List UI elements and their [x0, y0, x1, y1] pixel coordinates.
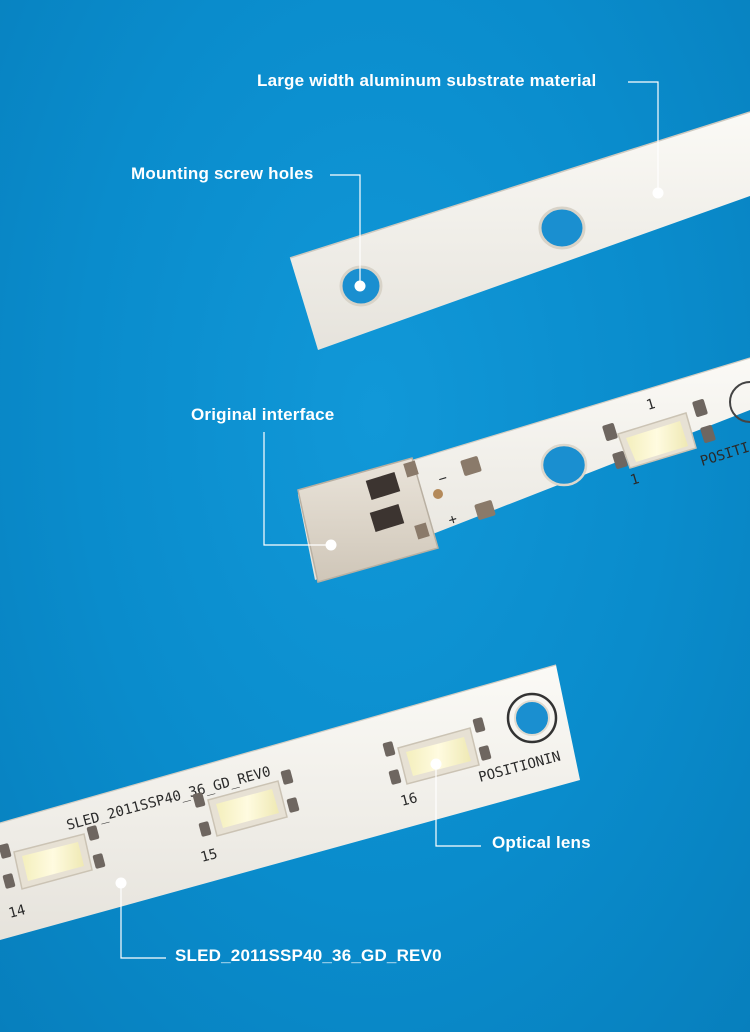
position-marking: POSITI [698, 440, 750, 470]
lens-callout-label: Optical lens [492, 833, 591, 852]
substrate-callout-line [628, 81, 659, 192]
position-ring [729, 381, 750, 423]
led-package [0, 825, 106, 890]
screw-hole [538, 206, 586, 250]
optical-lens [406, 737, 471, 776]
substrate-callout-dot [652, 187, 664, 199]
led-package [602, 399, 716, 469]
via-dot [433, 489, 443, 499]
lens-callout-dot [430, 758, 442, 770]
led-index-bottom: 1 [628, 471, 641, 489]
callout-dots [115, 187, 664, 889]
led-number: 14 [7, 902, 27, 922]
lens-callout-line [435, 764, 481, 847]
led-strip-bottom: POSITIONIN SLED_2011SSP40_36_GD_REV0 14 … [0, 664, 580, 940]
model-callout-dot [115, 877, 127, 889]
screw-hole [540, 443, 588, 487]
solder-pad [460, 456, 482, 476]
interface-callout-dot [325, 539, 337, 551]
screw-holes-callout-line [330, 174, 361, 286]
aluminum-substrate-strip [289, 111, 750, 350]
callout-lines [120, 81, 659, 959]
led-package [192, 769, 300, 837]
interface-callout-line [263, 432, 331, 546]
led-number: 16 [399, 790, 419, 810]
position-ring [506, 692, 558, 744]
interface-callout-label: Original interface [191, 405, 335, 424]
original-interface-connector [297, 457, 439, 583]
substrate-callout-label: Large width aluminum substrate material [257, 71, 597, 90]
optical-lens [626, 421, 688, 462]
screw-holes-callout-label: Mounting screw holes [131, 164, 314, 183]
optical-lens [22, 842, 84, 881]
screw-holes-callout-dot [354, 280, 366, 292]
model-callout-label: SLED_2011SSP40_36_GD_REV0 [175, 946, 442, 965]
led-package [382, 717, 492, 785]
solder-pad [474, 500, 496, 520]
model-callout-line [120, 883, 166, 959]
led-number: 15 [199, 846, 219, 866]
optical-lens [216, 789, 279, 828]
led-strip-middle: − + 1 1 POSITI [297, 357, 750, 583]
